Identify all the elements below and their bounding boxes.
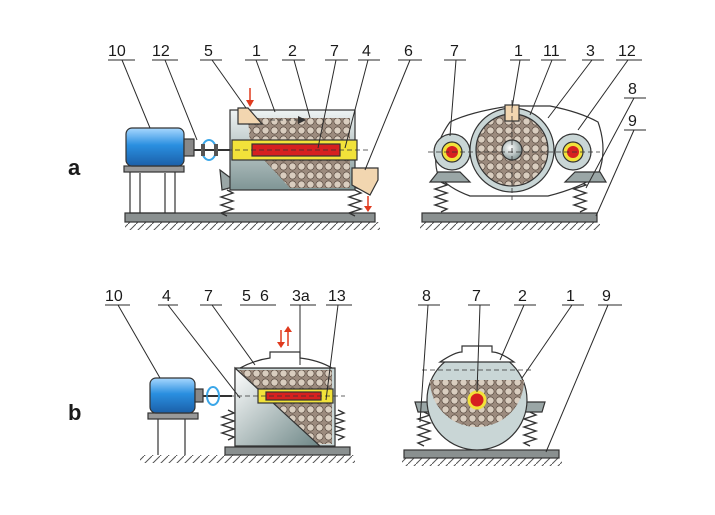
callout: 5 [200,43,247,109]
callout: 7 [444,43,466,137]
callout: 3 [547,43,604,119]
callout: 13 [325,288,352,401]
row-label-b: b [68,400,81,425]
callout-label: 6 [260,288,269,305]
callout: 6 [364,43,422,171]
callout-label: 11 [543,43,560,60]
motor [149,377,196,414]
callout: 11 [529,43,566,116]
row-a-end-view: 7 1 11 3 12 8 9 [420,43,646,230]
feed-inlet [237,107,264,125]
drum-wedge [234,366,322,447]
callout: 1 [521,288,584,379]
spring [571,181,589,213]
spring [218,189,236,217]
callout-label: 7 [204,288,213,305]
callout: 8 [418,288,440,423]
callout: 7 [317,43,348,149]
callout-label: 10 [105,288,123,305]
callout-label: 5 [204,43,213,60]
callout: 10 [108,43,151,129]
callout: 1 [245,43,276,113]
ground-hatch [140,455,355,463]
callout: 4 [158,288,241,399]
spring [415,411,433,447]
drum-lid [239,351,335,369]
callout: 10 [105,288,161,379]
callout: 1 [510,43,530,109]
row-label-a: a [68,155,81,180]
callout: 12 [152,43,198,141]
callout: 9 [595,113,646,217]
base-plate [421,212,598,223]
callout-label: 4 [162,288,171,305]
callout-label: 9 [602,288,611,305]
callout-label: 9 [628,113,637,130]
callout-label: 7 [450,43,459,60]
callout: 2 [282,43,311,119]
spring [219,409,237,441]
callout-label: 1 [566,288,575,305]
row-b-end-view: 8 7 2 1 9 [402,288,622,466]
callout: 4 [344,43,380,149]
base-plate [124,212,376,223]
callout: 3a [290,288,316,365]
callout-label: 7 [472,288,481,305]
callout-label: 10 [108,43,126,60]
motor [125,127,185,167]
spring [346,189,364,217]
row-a-side-view: 10 12 5 1 2 7 4 [108,43,422,230]
ground-hatch [125,222,380,230]
motor-stand [129,167,176,214]
callout: 7 [468,288,490,393]
callout-label: 12 [618,43,636,60]
callout-label: 2 [518,288,527,305]
callout-label: 12 [152,43,170,60]
callout-label: 13 [328,288,346,305]
callout-label: 6 [404,43,413,60]
callout-label: 7 [330,43,339,60]
base-plate [403,449,560,459]
callout: 7 [200,288,256,366]
discharge-outlet [351,167,379,196]
ground-hatch [402,458,562,466]
callout-label: 5 [242,288,251,305]
spring [432,181,450,213]
callout-label: 3 [586,43,595,60]
callout-label: 1 [514,43,523,60]
callout: 9 [545,288,622,453]
callout-label: 8 [628,81,637,98]
callout: 8 [585,81,646,189]
callout-label: 1 [252,43,261,60]
callout-label: 2 [288,43,297,60]
drum-lid [438,345,516,363]
callout-label: 3a [292,288,310,305]
base-plate [224,446,351,456]
ground-hatch [420,222,600,230]
row-b-side-view: 10 4 7 5 6 3a 13 [105,288,355,463]
callout-label: 8 [422,288,431,305]
callout-label: 4 [362,43,371,60]
heater-core [467,390,487,410]
callout: 2 [499,288,536,361]
spring [521,411,539,447]
callout: 12 [577,43,642,131]
